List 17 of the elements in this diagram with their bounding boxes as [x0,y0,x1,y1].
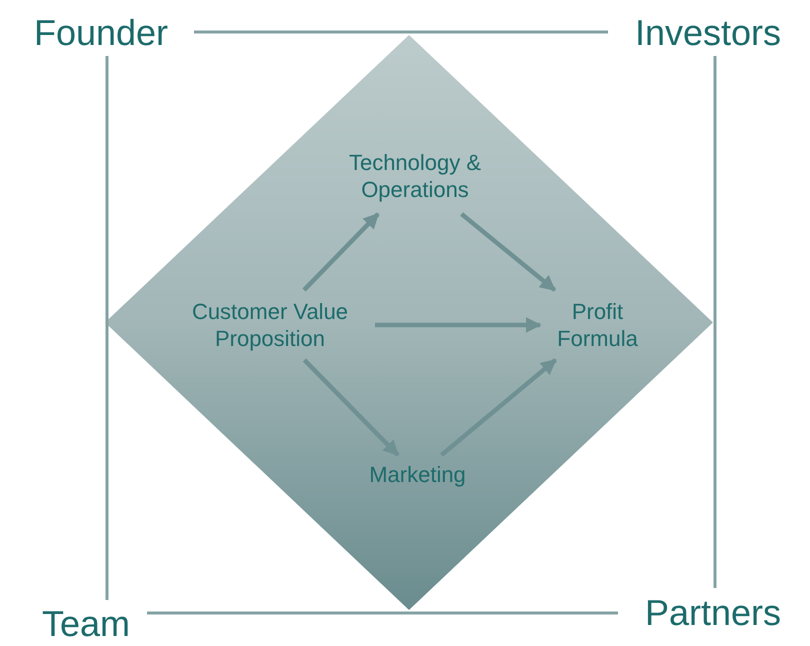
connector-line [714,56,716,588]
arrow [302,212,380,292]
node-label: Founder [34,10,168,54]
node-label: Profit Formula [556,298,639,352]
node-label: Partners [644,590,782,634]
arrow [302,358,400,457]
node-label: Investors [634,10,782,54]
node-label: Technology & Operations [348,148,482,204]
arrow [375,317,542,333]
connector-line [194,30,608,34]
node-label: Marketing [369,461,466,489]
connector-line [106,56,108,600]
node-label: Customer Value Proposition [190,298,350,352]
node-label: Team [42,602,130,646]
arrow [460,212,556,292]
arrow [440,358,557,457]
connector-line [147,612,618,614]
